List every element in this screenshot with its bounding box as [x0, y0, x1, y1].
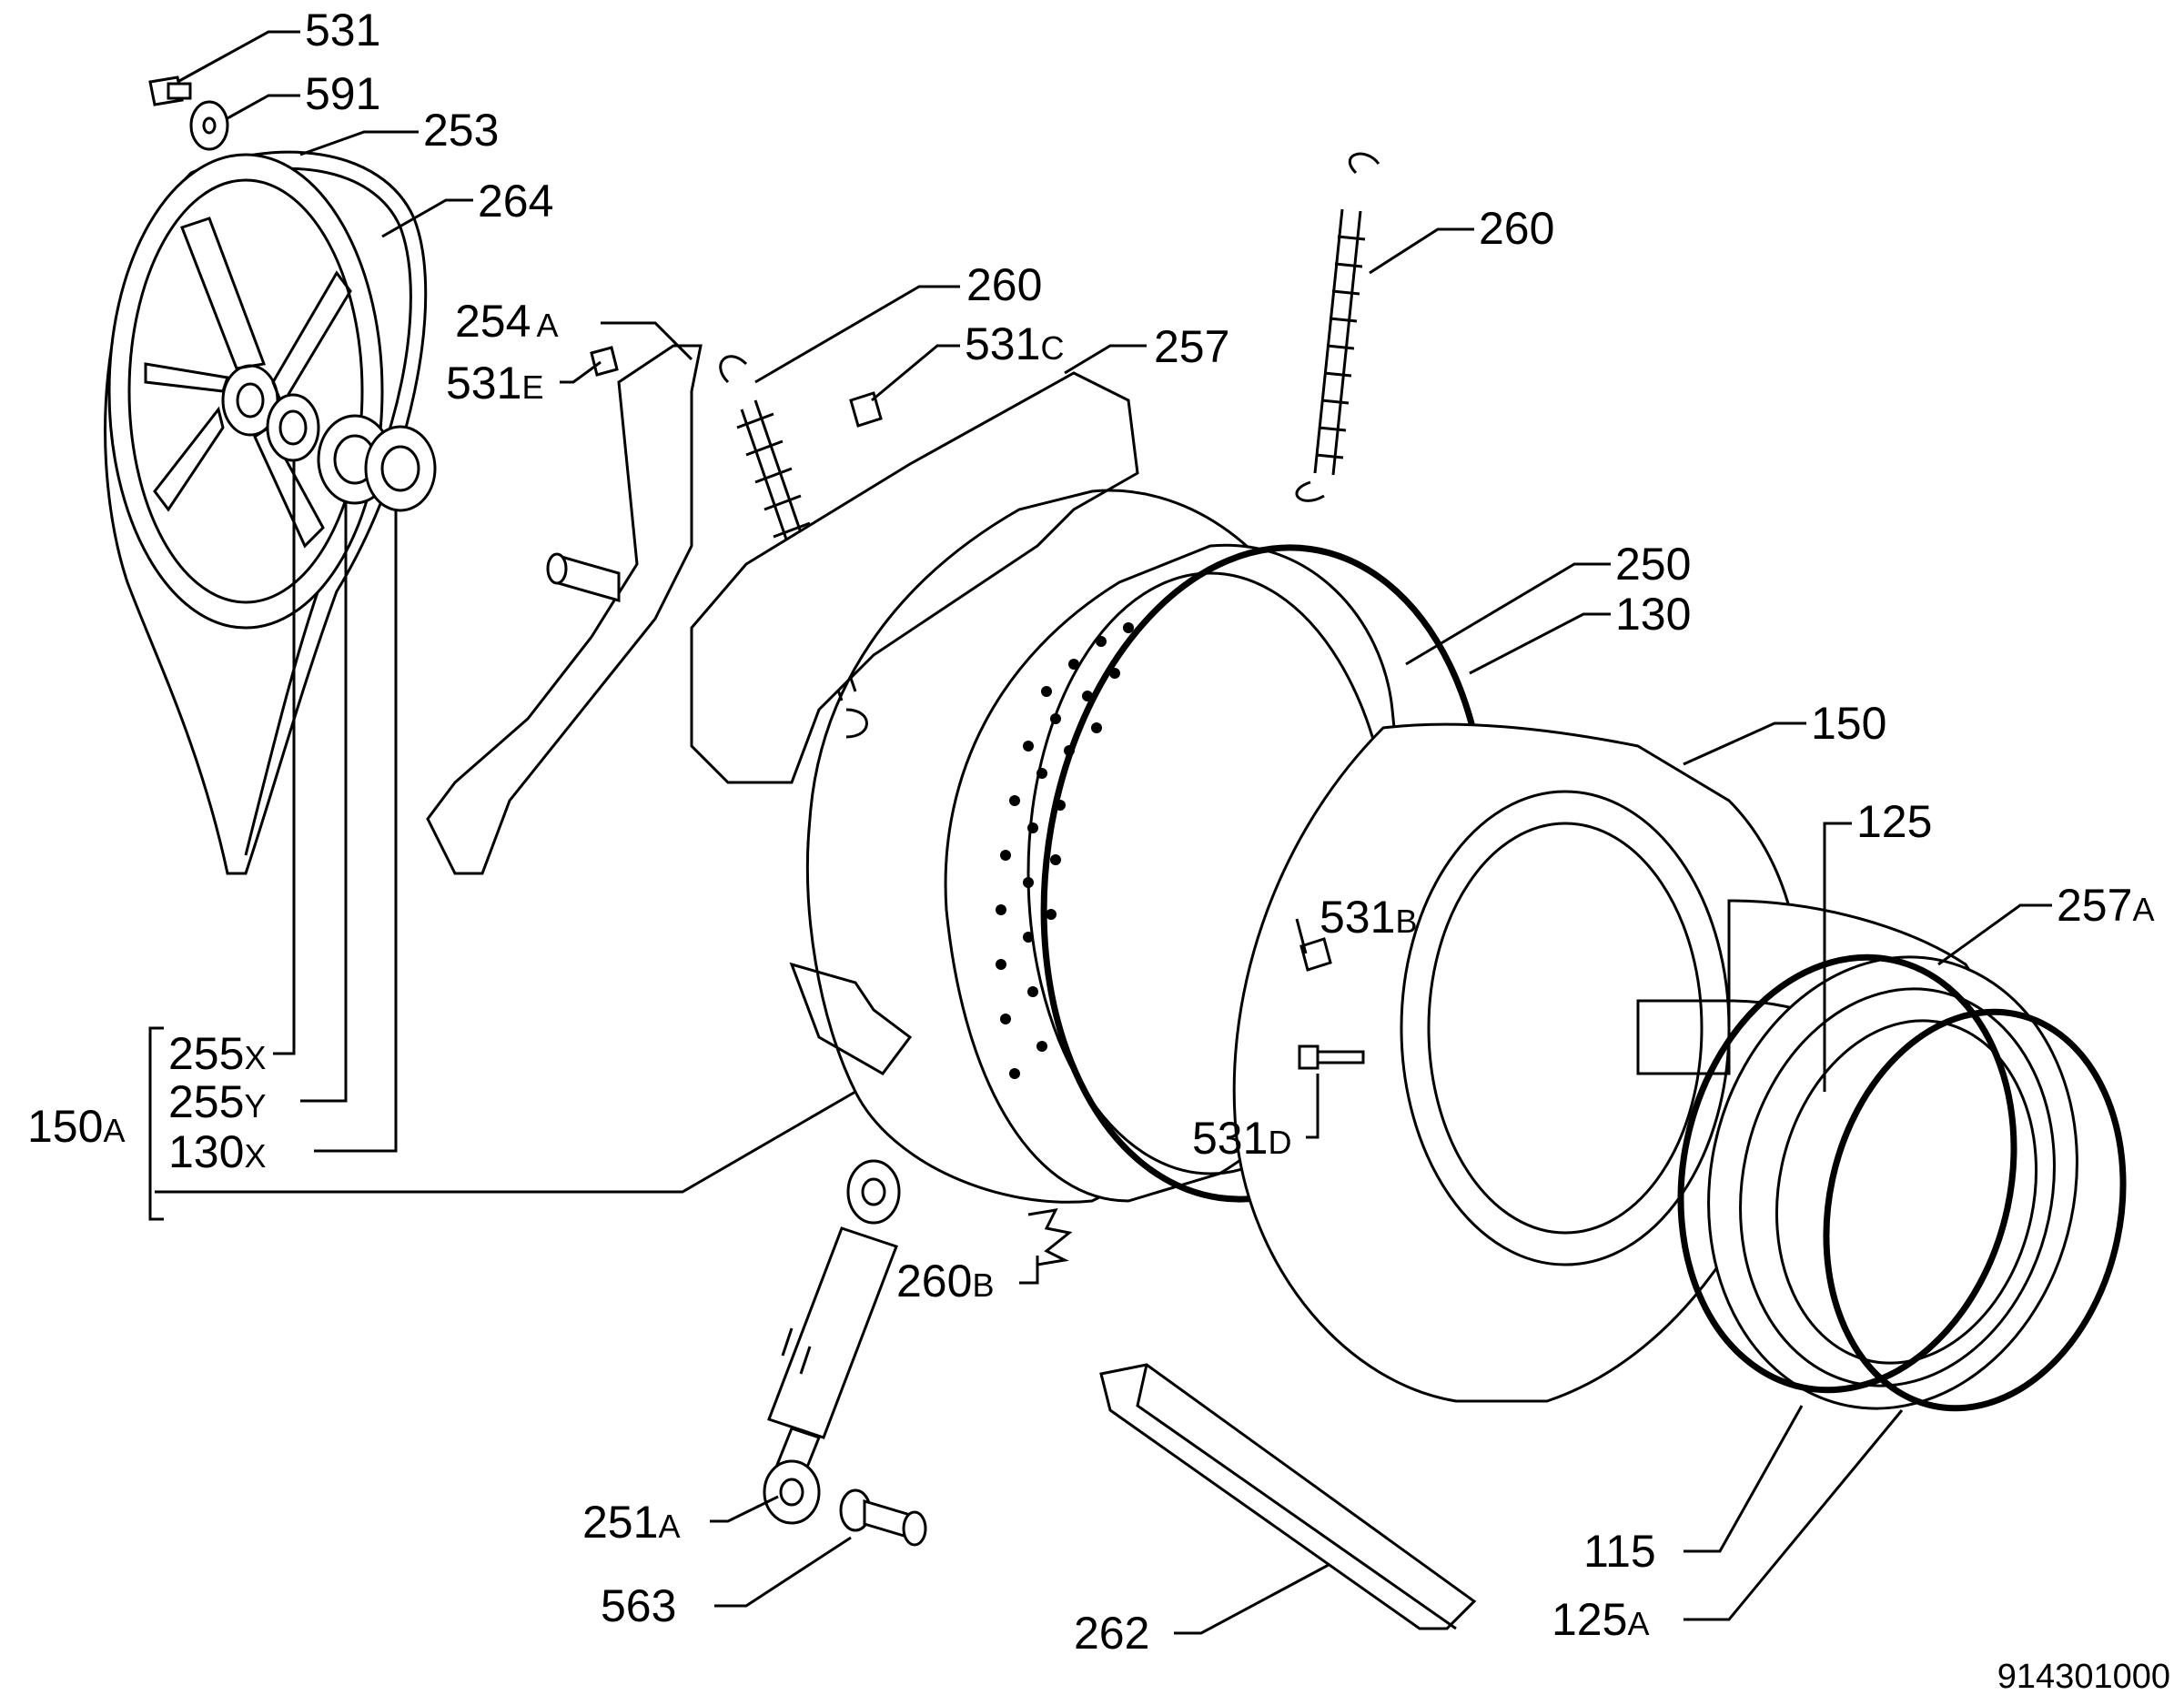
front-tub-150 — [1232, 722, 1804, 1403]
label-130: 130 — [1615, 589, 1691, 640]
label-150: 150 — [1811, 698, 1886, 749]
label-125a: 125A — [1552, 1594, 1649, 1645]
bolt-531 — [148, 76, 192, 106]
bearings-and-seal — [266, 393, 437, 512]
label-264: 264 — [478, 176, 553, 227]
label-531c: 531C — [965, 318, 1064, 369]
screw-531b — [1299, 937, 1332, 972]
label-257a: 257A — [2057, 880, 2154, 931]
shock-absorber-251a — [763, 1159, 901, 1525]
drum-perforations — [996, 622, 1134, 1079]
support-262 — [1099, 1363, 1477, 1630]
label-130x: 130X — [168, 1126, 266, 1177]
label-260-top: 260 — [966, 259, 1042, 310]
screw-531d — [1298, 1044, 1365, 1070]
label-255x: 255X — [168, 1028, 266, 1079]
bolt-563 — [839, 1488, 927, 1547]
label-260-right: 260 — [1479, 203, 1554, 254]
label-125: 125 — [1856, 796, 1932, 847]
label-251a: 251A — [582, 1497, 680, 1548]
label-150a: 150A — [27, 1101, 125, 1152]
screw-531c — [849, 391, 883, 428]
label-531: 531 — [305, 5, 380, 55]
label-531d: 531D — [1192, 1113, 1291, 1164]
door-seal-125 — [1707, 955, 2078, 1410]
label-531e: 531E — [446, 358, 543, 409]
label-262: 262 — [1074, 1608, 1149, 1659]
label-255y: 255Y — [168, 1076, 266, 1127]
clip-260b — [1027, 1208, 1073, 1266]
screw-531e — [590, 346, 619, 377]
label-563: 563 — [601, 1580, 676, 1631]
clamp-115 — [1677, 953, 2017, 1394]
pulley-and-belt — [104, 150, 428, 875]
drawing-reference-number: 914301000 — [1997, 1658, 2170, 1696]
ring-125a — [1823, 1008, 2127, 1412]
label-260b: 260B — [896, 1256, 994, 1306]
label-250: 250 — [1615, 539, 1691, 590]
washer-591 — [189, 100, 229, 151]
spring-260-right — [1295, 152, 1380, 502]
label-531b: 531B — [1320, 892, 1417, 943]
bracket-254a — [426, 344, 703, 875]
label-591: 591 — [305, 68, 380, 119]
leader-lines — [148, 30, 2052, 1635]
label-115: 115 — [1583, 1526, 1656, 1577]
label-257: 257 — [1154, 321, 1229, 372]
label-253: 253 — [423, 105, 499, 156]
